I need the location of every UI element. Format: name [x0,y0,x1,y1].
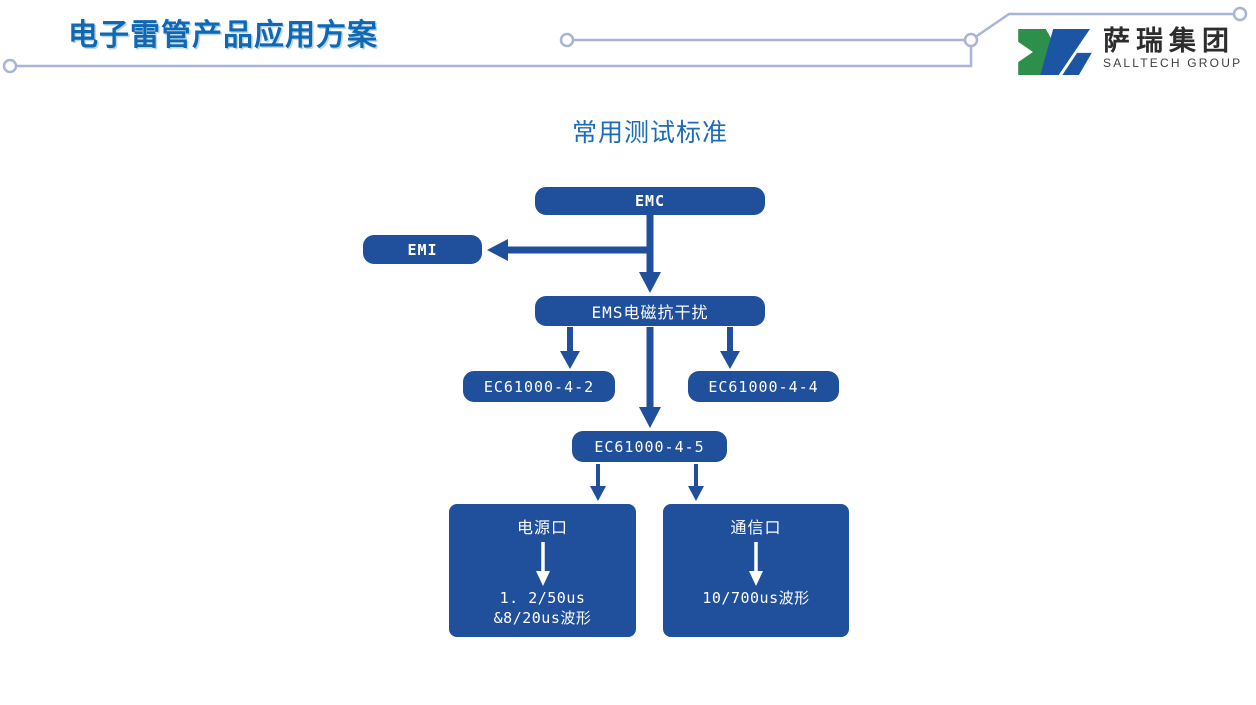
logo-text: 萨瑞集团 SALLTECH GROUP [1103,26,1242,70]
flowchart-node-ec61000-4-4: EC61000-4-4 [688,371,839,402]
flowchart-node-emc: EMC [535,187,765,215]
comm-port-title: 通信口 [730,518,782,537]
decor-circle-icon [1232,6,1248,22]
flowchart-node-comm-port: 通信口 10/700us波形 [663,504,849,637]
waveform-line: &8/20us波形 [493,609,592,627]
arrowhead-icon [560,351,580,369]
down-arrow-icon [749,542,763,586]
arrowhead-icon [688,486,704,501]
logo-company-name: 萨瑞集团 [1103,26,1235,56]
waveform-line: 10/700us波形 [702,589,810,607]
arrowhead-icon [590,486,606,501]
decor-line-bottom [10,40,973,68]
company-logo: 萨瑞集团 SALLTECH GROUP [1016,26,1242,75]
diagram-title: 常用测试标准 [571,119,728,147]
decor-circle-icon [963,32,979,48]
power-port-title: 电源口 [516,518,568,537]
decor-circle-icon [559,32,575,48]
power-port-waveform: 1. 2/50us &8/20us波形 [494,588,592,628]
arrowhead-icon [639,407,661,428]
flowchart-node-ems: EMS电磁抗干扰 [535,296,765,326]
down-arrow-icon [535,542,550,586]
flowchart-node-power-port: 电源口 1. 2/50us &8/20us波形 [449,504,636,637]
decor-circle-icon [2,58,18,74]
header-decor-lines [2,6,1248,74]
arrowhead-icon [639,272,661,293]
comm-port-waveform: 10/700us波形 [702,588,809,608]
arrowhead-icon [720,351,740,369]
page-title: 电子雷管产品应用方案 [68,19,378,52]
arrowhead-icon [487,239,508,261]
flowchart-node-ec61000-4-2: EC61000-4-2 [463,371,615,402]
flowchart-node-ec61000-4-5: EC61000-4-5 [572,431,727,462]
logo-company-name-en: SALLTECH GROUP [1103,56,1243,70]
flowchart-node-emi: EMI [363,235,482,264]
decor-line-top [970,12,1240,42]
logo-mark-icon [1018,29,1092,75]
waveform-line: 1. 2/50us [499,589,586,607]
